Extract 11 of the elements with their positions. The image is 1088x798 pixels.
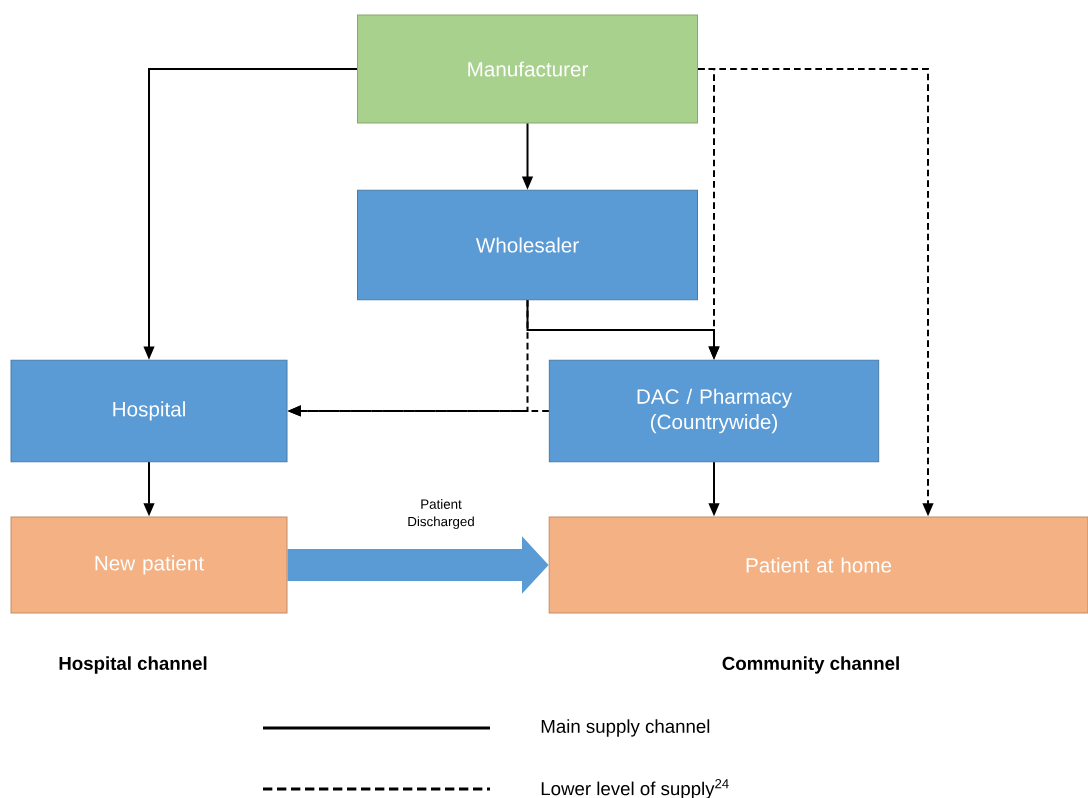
process-box: Hospital — [10, 359, 288, 463]
process-box: New patient — [10, 516, 288, 614]
process-box: Manufacturer — [357, 14, 698, 124]
channel-label: Community channel — [722, 656, 899, 674]
legend-text: Main supply channel — [541, 719, 710, 737]
legend-text: Lower level of supply$^{24}$ — [541, 779, 729, 798]
channel-label: Hospital channel — [59, 656, 207, 674]
edge-label: Patient Discharged — [408, 499, 474, 529]
process-box: Patient at home — [548, 516, 1088, 614]
process-box: DAC / Pharmacy (Countrywide) — [548, 359, 880, 463]
process-box: Wholesaler — [357, 189, 698, 301]
